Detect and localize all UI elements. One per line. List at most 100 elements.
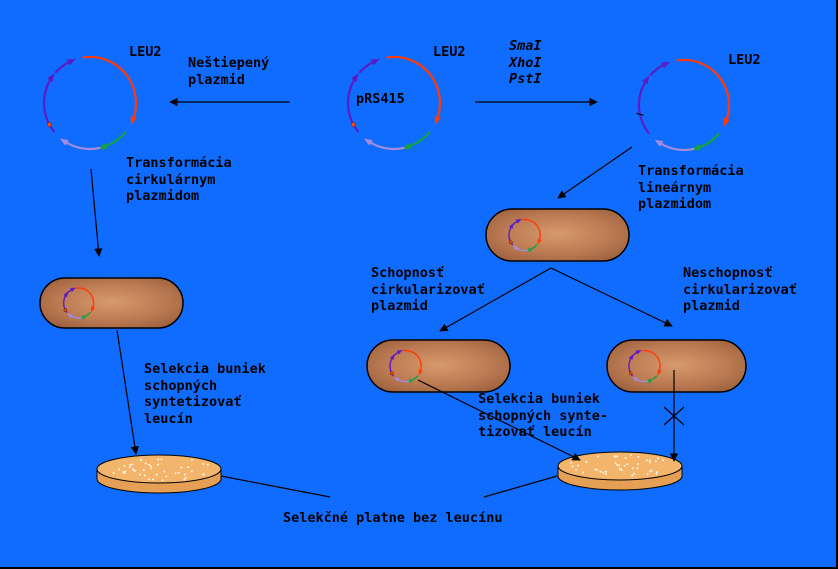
- plate-left-colony: [142, 469, 145, 472]
- cell-unable-arrowhead-lavender: [632, 376, 639, 382]
- plasmid-linearized-arc-lavender: [659, 142, 695, 152]
- cell-able-origin-dot: [390, 371, 394, 376]
- plate-left-colony: [165, 475, 168, 478]
- leu2-label-center: LEU2: [433, 44, 466, 60]
- cell-left-cell: [39, 277, 184, 329]
- plate-right-colony: [570, 461, 573, 464]
- cell-able-arc-red: [402, 349, 422, 372]
- cell-left-plasmid: [62, 287, 96, 319]
- plate-left-colony: [118, 468, 121, 471]
- plate-left-colony: [183, 478, 186, 481]
- plate-right-colony: [618, 464, 621, 467]
- plate-left-colony: [132, 469, 135, 472]
- cross-line-2: [663, 406, 685, 426]
- plate-right: [557, 451, 683, 491]
- plate-left-colony: [144, 462, 147, 465]
- plasmid-linearized-arrowhead-purple: [642, 75, 650, 85]
- plate-right-colony: [594, 468, 597, 471]
- arrow-to-cell-left: [90, 168, 103, 257]
- plate-right-colony: [655, 460, 657, 463]
- plasmid-circular-plasmid: [42, 55, 138, 151]
- plate-right-colony: [637, 455, 640, 458]
- plate-right-colony: [614, 455, 616, 458]
- cell-left-origin-dot: [63, 308, 68, 312]
- cell-unable-plasmid: [628, 349, 662, 383]
- cell-top-arrowhead-lavender: [512, 245, 519, 251]
- cell-left-arc-red: [75, 287, 95, 309]
- plasmid-prs415-arc-purple: [346, 77, 359, 133]
- plate-right-colony: [623, 464, 626, 467]
- plate-right-colony: [649, 461, 652, 464]
- arrow-to-cell-unable: [550, 267, 673, 327]
- plasmid-name-label: pRS415: [356, 91, 405, 107]
- plasmid-prs415-arc-purple-top: [358, 60, 375, 74]
- plasmid-prs415-origin-dot: [350, 122, 356, 127]
- plasmid-circular-arc-lavender: [64, 140, 101, 151]
- plate-right-colony: [655, 472, 658, 475]
- uncut-plasmid-label: Neštiepený plazmid: [188, 55, 270, 88]
- plate-left-colony: [190, 470, 193, 473]
- cell-left-arrowhead-lavender: [66, 313, 73, 319]
- cell-able-arrowhead-purple-top: [396, 350, 403, 355]
- plate-right-colony: [599, 470, 602, 473]
- plate-left-colony: [191, 458, 193, 461]
- plasmid-linearized-arc-purple: [637, 80, 650, 134]
- plasmid-prs415-arc-lavender: [368, 140, 405, 151]
- arrow-to-cell-able: [439, 267, 552, 332]
- plate-label-line-left: [220, 475, 331, 498]
- plate-right-colony: [646, 472, 649, 475]
- plate-left-colony: [177, 471, 180, 474]
- plate-right-colony: [662, 459, 665, 462]
- plate-left-colony: [163, 470, 166, 473]
- plate-left-colony: [140, 458, 143, 461]
- plasmid-linearized-arc-purple-top: [649, 63, 666, 76]
- plate-right-colony: [614, 462, 617, 465]
- plate-right-colony: [596, 468, 598, 471]
- plate-right-colony: [575, 468, 577, 471]
- plate-left-colony: [161, 479, 164, 482]
- plate-left-colony: [152, 478, 154, 481]
- plasmid-circular-arc-purple: [42, 77, 55, 133]
- plate-left-surface: [96, 454, 222, 484]
- plasmid-linearized-arrowhead-red: [723, 117, 730, 127]
- cell-unable-origin-dot: [628, 371, 633, 376]
- plasmid-circular-arc-green: [103, 131, 127, 148]
- cell-able-plasmid: [389, 349, 423, 383]
- plate-right-colony: [633, 472, 636, 475]
- plate-left-colony: [139, 473, 142, 476]
- plate-left-colony: [180, 466, 183, 469]
- cell-top-arc-red: [521, 218, 541, 241]
- plate-left-colony: [143, 474, 146, 477]
- leu2-label-right: LEU2: [728, 52, 761, 68]
- plate-left-colony: [149, 465, 152, 468]
- plate-left: [96, 454, 222, 494]
- plate-right-colony: [645, 459, 648, 462]
- plate-right-colony: [604, 470, 607, 473]
- plate-left-colony: [202, 463, 205, 465]
- transform-linear-label: Transformácia lineárnym plazmidom: [638, 163, 744, 212]
- plate-right-colony: [626, 463, 629, 466]
- cell-left-arrowhead-red: [91, 306, 96, 313]
- plasmid-circular-arc-red: [82, 55, 138, 120]
- cell-unable-arrowhead-red: [657, 369, 662, 376]
- cell-able-arrowhead-lavender: [393, 376, 400, 382]
- plate-left-colony: [174, 472, 177, 475]
- plate-left-colony: [160, 458, 163, 461]
- plasmid-circular-arrowhead-purple: [47, 73, 55, 82]
- plate-right-colony: [624, 457, 627, 460]
- plate-left-colony: [147, 478, 150, 481]
- plate-right-colony: [631, 467, 634, 470]
- leu2-label-left: LEU2: [129, 44, 162, 60]
- cell-unable-arc-red: [641, 349, 661, 372]
- plasmid-prs415-plasmid: [346, 55, 442, 151]
- transform-circular-label: Transformácia cirkulárnym plazmidom: [126, 155, 232, 204]
- plate-left-colony: [155, 473, 158, 476]
- plasmid-prs415-arrowhead-purple-top: [370, 58, 380, 66]
- plate-left-colony: [203, 473, 205, 476]
- cell-able-cell: [366, 339, 511, 393]
- plate-left-colony: [157, 463, 160, 466]
- plate-right-colony: [604, 473, 607, 476]
- plate-left-colony: [150, 467, 153, 470]
- plasmid-prs415-arrowhead-lavender: [364, 138, 373, 146]
